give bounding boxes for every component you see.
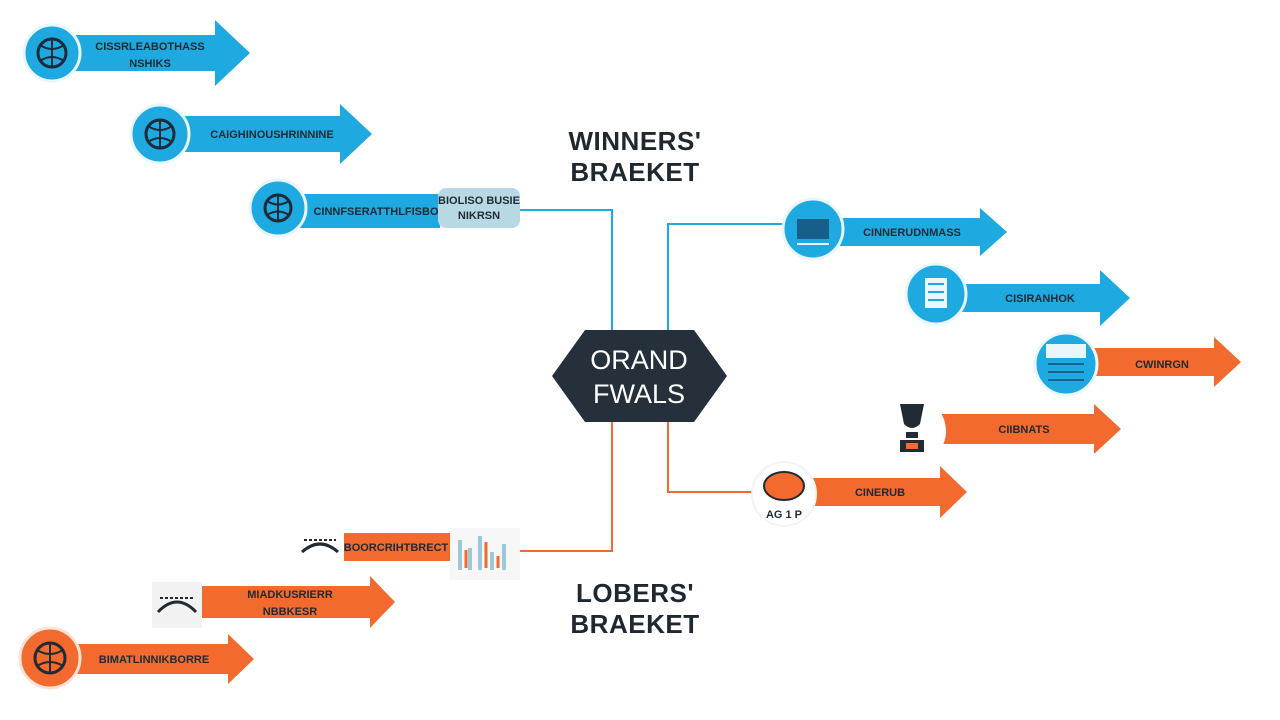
arrow-shape	[160, 104, 372, 164]
arrow-label-line: BIMATLINNIKBORRE	[99, 654, 209, 666]
arrow-label-line: CISSRLEABOTHASS	[95, 41, 204, 53]
arrow-shape	[50, 634, 254, 684]
winners-bracket-heading: WINNERS' BRAEKET	[560, 126, 710, 188]
svg-text:CISIRANHOK: CISIRANHOK	[1005, 293, 1075, 305]
bracket-entry[interactable]: MIADKUSRIERR NBBKESR	[152, 576, 395, 628]
connector-lines	[505, 209, 786, 552]
arrow-label-line: CIIBNATS	[998, 424, 1049, 436]
winners-left-connector	[505, 209, 613, 330]
heading-line: LOBERS'	[575, 578, 695, 608]
arrow-shape	[45, 20, 250, 86]
bracket-entry[interactable]: CWINRGN	[1033, 331, 1241, 397]
bracket-entry[interactable]: BIMATLINNIKBORRE	[18, 626, 254, 690]
svg-text:CIIBNATS: CIIBNATS	[998, 424, 1049, 436]
arrow-label-line: BOORCRIHTBRECT	[344, 542, 449, 554]
arrow-shape	[276, 194, 440, 228]
bracket-entry[interactable]: CISIRANHOK	[904, 262, 1130, 326]
heading-line: BRAEKET	[570, 157, 700, 187]
svg-text:CAIGHINOUSHRINNINE: CAIGHINOUSHRINNINE	[210, 129, 333, 141]
svg-text:BIMATLINNIKBORRE: BIMATLINNIKBORRE	[99, 654, 209, 666]
arrow-shape	[812, 208, 1007, 256]
bracket-entry[interactable]: CISSRLEABOTHASS NSHIKS	[22, 20, 250, 86]
heading-line: WINNERS'	[568, 126, 702, 156]
arrow-shape	[1066, 337, 1241, 387]
arrow-label-line: CAIGHINOUSHRINNINE	[210, 129, 333, 141]
crowd-icon	[296, 528, 344, 564]
winners-right-group: CINNERUDNMASS CISIRANHOK	[781, 197, 1130, 326]
arrow-shape	[940, 404, 1121, 454]
arrow-label-line: CISIRANHOK	[1005, 293, 1075, 305]
bracket-entry[interactable]: CINNFSERATTHLFISBO BIOLISO BUSIE NIKRSN	[248, 178, 520, 238]
bracket-entry[interactable]: CAIGHINOUSHRINNINE	[129, 103, 372, 165]
arrow-label-line: NBBKESR	[263, 606, 317, 618]
arrow-label-line: CINNFSERATTHLFISBO	[313, 206, 439, 218]
heading-line: BRAEKET	[570, 609, 700, 639]
bracket-entry[interactable]: CIIBNATS	[878, 397, 1121, 465]
svg-text:CINERUB: CINERUB	[855, 487, 905, 499]
grand-finals-label: ORAND FWALS	[580, 343, 698, 411]
bracket-entry[interactable]: BOORCRIHTBRECT	[296, 528, 520, 580]
arrow-shape	[812, 466, 967, 518]
bracket-tag	[438, 188, 520, 228]
arrow-label-line: CWINRGN	[1135, 359, 1189, 371]
arrow-shape	[200, 576, 395, 628]
trophy-icon	[878, 397, 946, 465]
arrow-shape	[936, 270, 1130, 326]
arrow-label-line: MIADKUSRIERR	[247, 589, 333, 601]
tag-line: NIKRSN	[458, 210, 500, 222]
svg-text:BOORCRIHTBRECT: BOORCRIHTBRECT	[344, 542, 449, 554]
winners-left-group: CISSRLEABOTHASS NSHIKS CAIGHINOUSHRINNINE…	[22, 20, 520, 238]
finals-line: ORAND	[590, 345, 688, 375]
grand-finals-hexagon	[552, 330, 727, 422]
winners-right-connector	[667, 223, 786, 330]
losers-left-group: BOORCRIHTBRECT MIADKUSRIERR NBBKESR BIMAT…	[18, 528, 520, 690]
team-badge: AG 1 P	[766, 509, 802, 521]
losers-right-connector	[667, 422, 756, 493]
losers-right-group: CIIBNATS AG 1 P CINERUB	[751, 397, 1121, 527]
svg-text:CINNERUDNMASS: CINNERUDNMASS	[863, 227, 961, 239]
arrow-label-line: CINERUB	[855, 487, 905, 499]
bracket-entry[interactable]: CINNERUDNMASS	[781, 197, 1007, 261]
svg-text:CWINRGN: CWINRGN	[1135, 359, 1189, 371]
svg-text:CINNFSERATTHLFISBO: CINNFSERATTHLFISBO	[313, 206, 439, 218]
bracket-entry[interactable]: AG 1 P CINERUB	[751, 461, 967, 527]
crowd-icon	[152, 582, 202, 628]
tag-line: BIOLISO BUSIE	[438, 195, 520, 207]
finals-line: FWALS	[592, 379, 685, 409]
arrow-shape	[330, 533, 468, 561]
arrow-label-line: NSHIKS	[129, 58, 171, 70]
losers-bracket-heading: LOBERS' BRAEKET	[560, 578, 710, 640]
losers-left-connector	[518, 422, 613, 552]
arrow-label-line: CINNERUDNMASS	[863, 227, 961, 239]
